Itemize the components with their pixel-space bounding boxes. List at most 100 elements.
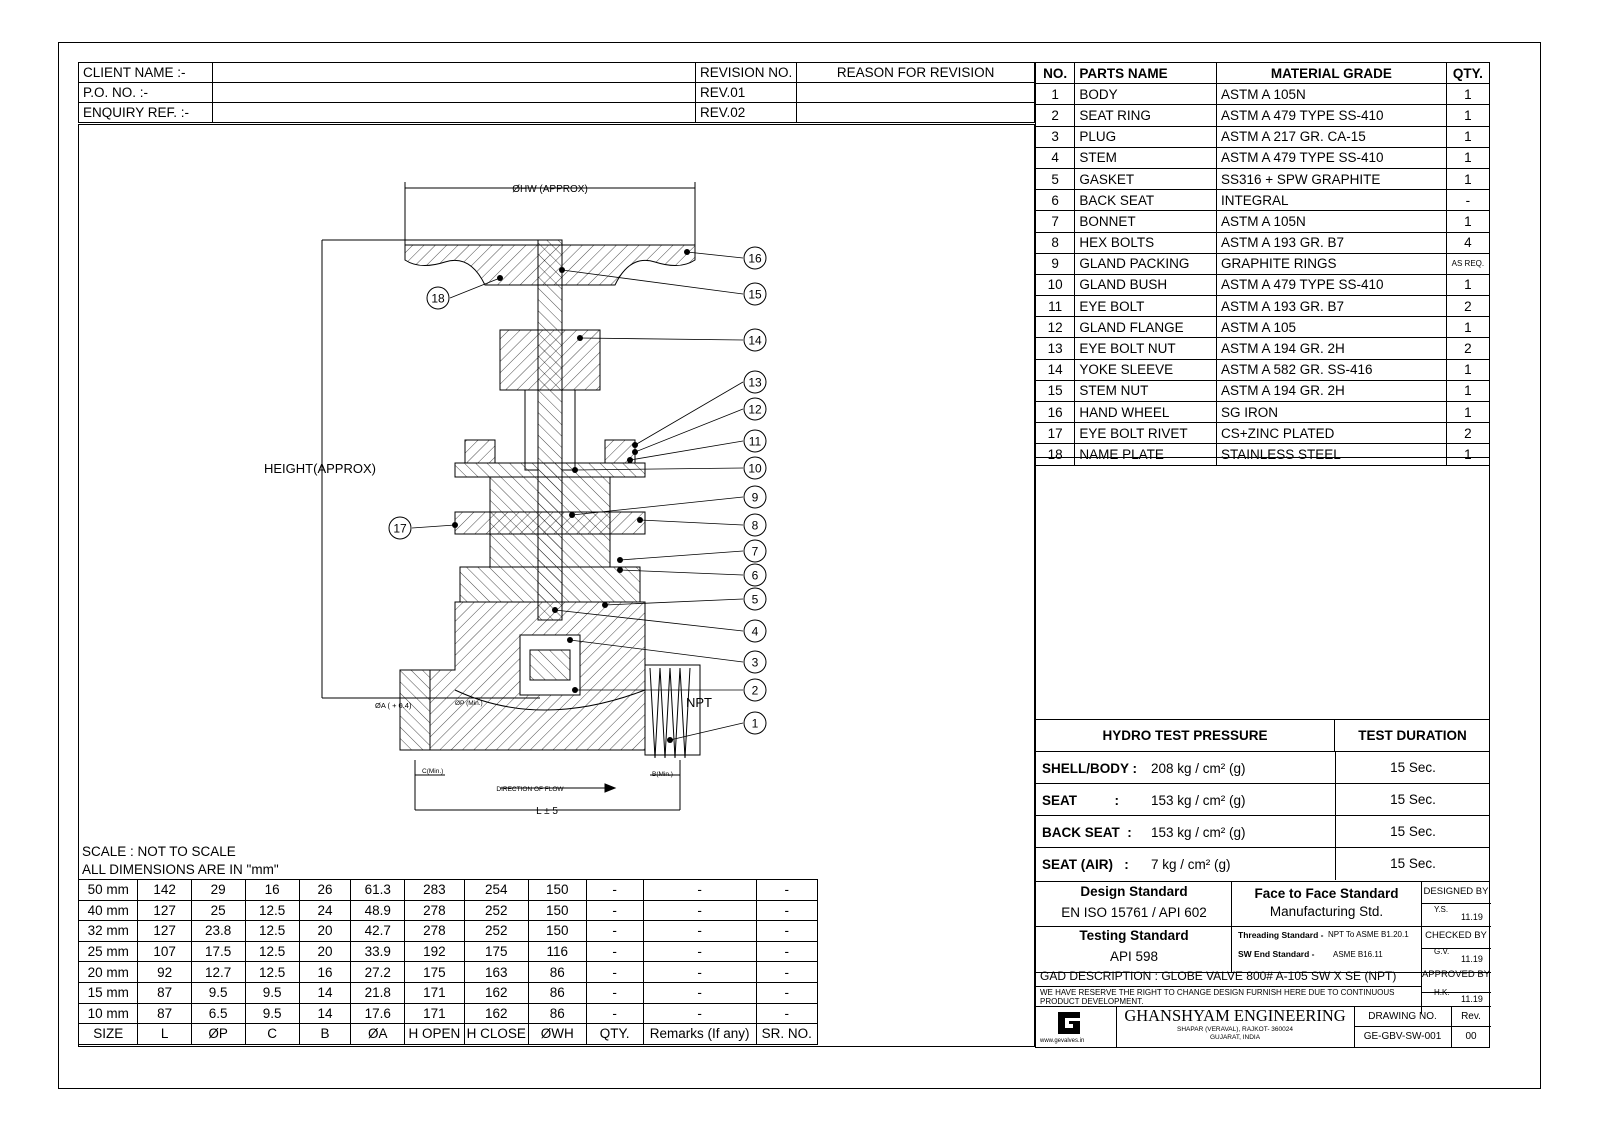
- threading-standard-value: NPT To ASME B1.20.1: [1328, 930, 1409, 939]
- balloon-number: 9: [752, 491, 759, 505]
- dimension-cell: 175: [463, 940, 529, 963]
- balloon-circle: [388, 516, 412, 540]
- parts-cell: 1: [1445, 273, 1491, 297]
- parts-cell: SEAT RING: [1074, 104, 1217, 127]
- balloon-leader-dot: [452, 522, 458, 528]
- parts-cell: 2: [1034, 104, 1076, 127]
- hydro-label: SEAT (AIR) :: [1042, 857, 1129, 872]
- dimension-cell: 150: [527, 879, 587, 901]
- parts-header-cell: MATERIAL GRADE: [1215, 61, 1447, 85]
- hydro-row: SHELL/BODY :208 kg / cm² (g)15 Sec.: [1036, 752, 1490, 784]
- dimension-header-cell: L: [137, 1023, 192, 1045]
- balloon-leader-dot: [497, 275, 503, 281]
- yoke-sleeve-shape: [499, 329, 601, 391]
- dimension-cell: 142: [137, 879, 192, 901]
- parts-cell: GRAPHITE RINGS: [1215, 252, 1447, 275]
- parts-cell: STEM NUT: [1074, 379, 1217, 403]
- balloon-circle: [743, 678, 767, 702]
- dimension-cell: 6.5: [190, 1002, 246, 1025]
- dimension-cell: -: [755, 981, 819, 1004]
- parts-cell: 14: [1034, 358, 1076, 381]
- dimension-cell: 32 mm: [77, 920, 139, 942]
- gad-description: GAD DESCRIPTION : GLOBE VALVE 800# A-105…: [1040, 969, 1397, 983]
- hydro-value: 208 kg / cm² (g): [1151, 761, 1246, 776]
- dimension-cell: 25: [190, 899, 246, 922]
- balloon-circle: [743, 513, 767, 537]
- parts-cell: 7: [1034, 210, 1076, 233]
- balloon-leader-dot: [567, 637, 573, 643]
- parts-cell: 1: [1445, 358, 1491, 381]
- balloon-number: 13: [748, 376, 762, 390]
- rev2-label: REV.02: [694, 102, 798, 123]
- parts-cell: 1: [1034, 83, 1076, 106]
- approved-by-label: APPROVED BY: [1421, 969, 1491, 980]
- balloon-number: 11: [749, 435, 762, 449]
- balloon-circle: [743, 282, 767, 306]
- balloon-number: 2: [752, 684, 759, 698]
- parts-cell: SS316 + SPW GRAPHITE: [1215, 167, 1447, 191]
- dimension-cell: 278: [404, 920, 465, 942]
- parts-cell: 1: [1445, 210, 1491, 233]
- parts-cell: CS+ZINC PLATED: [1215, 422, 1447, 445]
- dimension-cell: 87: [137, 1002, 192, 1025]
- threading-standard-label: Threading Standard -: [1238, 930, 1324, 940]
- parts-cell: 12: [1034, 316, 1076, 339]
- dimension-cell: 86: [527, 961, 587, 983]
- dimension-cell: 20: [298, 920, 352, 942]
- balloon-leader-line: [619, 569, 744, 576]
- parts-cell: GASKET: [1074, 167, 1217, 191]
- enquiry-ref-label: ENQUIRY REF. :-: [78, 102, 213, 123]
- dimension-cell: 12.5: [244, 940, 300, 963]
- parts-cell: NAME PLATE: [1074, 443, 1217, 466]
- dimension-cell: 20 mm: [77, 961, 139, 983]
- balloon-leader-dot: [572, 687, 578, 693]
- parts-cell: INTEGRAL: [1215, 189, 1447, 212]
- a-label: ØA ( + 0.4): [375, 701, 412, 710]
- dimension-cell: 33.9: [350, 940, 406, 963]
- parts-cell: SG IRON: [1215, 400, 1447, 424]
- parts-cell: PLUG: [1074, 125, 1217, 148]
- balloon-number: 7: [752, 545, 759, 559]
- balloon-leader-dot: [559, 267, 565, 273]
- units-note: ALL DIMENSIONS ARE IN "mm": [82, 862, 279, 877]
- balloon-leader-line: [554, 609, 744, 632]
- balloon-number: 3: [752, 656, 759, 670]
- parts-cell: AS REQ.: [1445, 252, 1491, 275]
- parts-cell: ASTM A 105N: [1215, 210, 1447, 233]
- testing-standard-value: API 598: [1109, 949, 1159, 964]
- hydro-value: 153 kg / cm² (g): [1151, 793, 1246, 808]
- dimension-cell: 23.8: [190, 920, 246, 942]
- approved-initials: H.K.: [1434, 988, 1450, 997]
- p-label: ØP (Min.): [455, 700, 483, 707]
- parts-cell: 1: [1445, 146, 1491, 169]
- parts-header-cell: NO.: [1034, 61, 1076, 85]
- parts-cell: HAND WHEEL: [1074, 400, 1217, 424]
- dimension-cell: 162: [463, 981, 529, 1004]
- parts-cell: EYE BOLT: [1074, 295, 1217, 318]
- parts-cell: STEM: [1074, 146, 1217, 169]
- balloon-number: 4: [752, 625, 759, 639]
- balloon-leader-dot: [637, 517, 643, 523]
- reserve-note: WE HAVE RESERVE THE RIGHT TO CHANGE DESI…: [1040, 988, 1395, 1006]
- dimension-cell: 16: [244, 879, 300, 901]
- balloon-circle: [743, 650, 767, 674]
- dimension-header-cell: C: [244, 1023, 300, 1045]
- balloon-leader-dot: [552, 607, 558, 613]
- dimension-cell: 171: [404, 981, 465, 1004]
- hw-label: ØHW (APPROX): [512, 184, 588, 195]
- dimension-cell: -: [585, 940, 644, 963]
- parts-cell: 10: [1034, 273, 1076, 297]
- balloon-circle: [743, 539, 767, 563]
- dimension-cell: 26: [298, 879, 352, 901]
- gland-flange-shape: [454, 462, 646, 478]
